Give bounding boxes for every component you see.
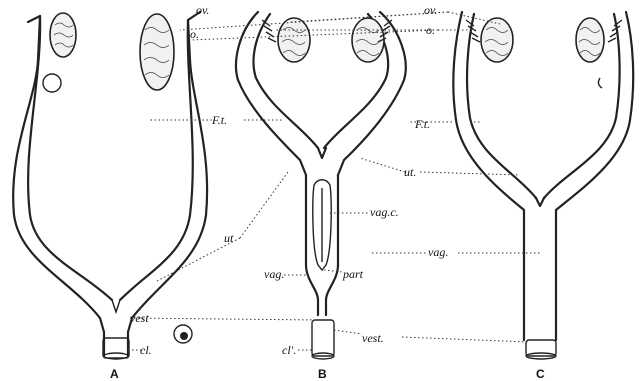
label-vag-c: vag.c. <box>370 205 399 219</box>
label-vest-a: vest <box>130 311 149 325</box>
label-vag-left: vag. <box>264 267 284 281</box>
captions: A B C <box>110 367 545 381</box>
label-ov: ov. <box>196 3 209 17</box>
figure-a-outer-wall <box>13 12 207 356</box>
figure-a-ovary-right <box>140 14 174 90</box>
label-o: o. <box>190 27 199 41</box>
figure-a <box>13 12 207 359</box>
label-ov-right: ov. <box>424 3 437 17</box>
caption-c: C <box>536 367 545 381</box>
label-ut-a: ut <box>224 231 234 245</box>
figure-b-vestibule <box>312 320 334 356</box>
figure-c-ovary-left <box>481 18 513 62</box>
figure-c <box>453 12 633 359</box>
figure-a-small-circle <box>43 74 61 92</box>
figure-b-ovary-left <box>278 18 310 62</box>
figure-a-ovary-left <box>50 13 76 57</box>
label-o-right: o. <box>426 23 435 37</box>
label-ut-b: ut. <box>404 165 416 179</box>
caption-b: B <box>318 367 327 381</box>
figure-c-ovary-right <box>576 18 604 62</box>
figure-b-ovary-right <box>352 18 384 62</box>
figure-b <box>236 12 406 359</box>
label-ft-right: F.t. <box>414 117 430 131</box>
label-part: part <box>342 267 364 281</box>
label-ft-left: F.t. <box>211 113 227 127</box>
caption-a: A <box>110 367 119 381</box>
figure-a-vestibule <box>103 338 129 358</box>
label-vest-b: vest. <box>362 331 384 345</box>
label-cl: cl. <box>140 343 152 357</box>
label-vag-right: vag. <box>428 245 448 259</box>
label-cl-prime: cl'. <box>282 343 296 357</box>
